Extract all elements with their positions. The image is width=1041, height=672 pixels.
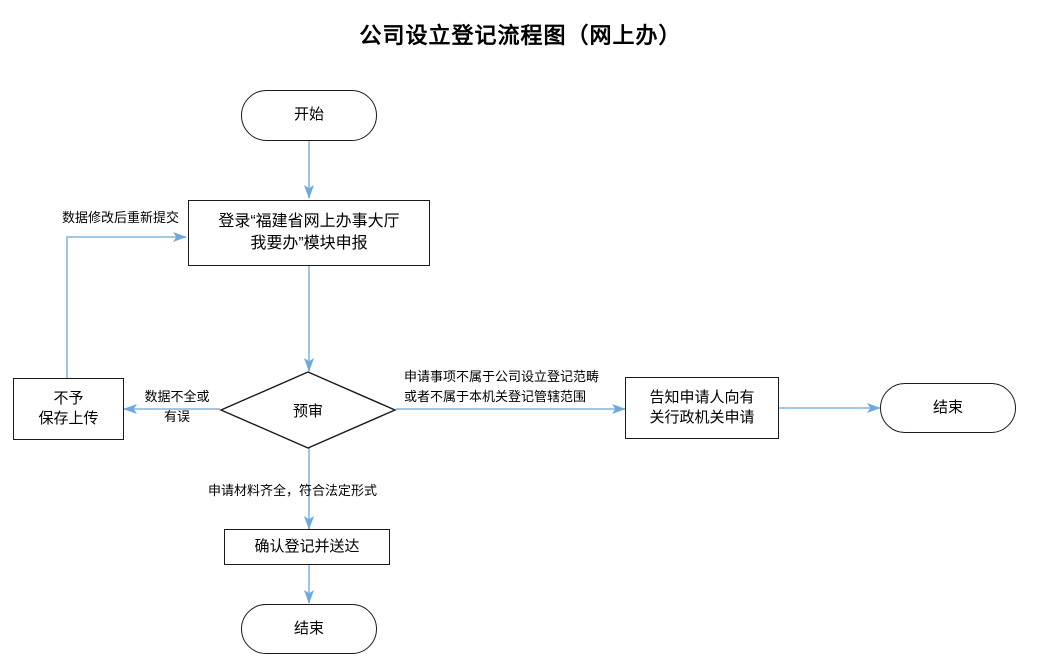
edge-label-out-of-scope: 申请事项不属于公司设立登记范畴 或者不属于本机关登记管辖范围	[404, 369, 600, 404]
page-title: 公司设立登记流程图（网上办）	[359, 23, 682, 48]
node-notify-label: 告知申请人向有 关行政机关申请	[649, 388, 755, 426]
edge-label-resubmit: 数据修改后重新提交	[62, 210, 180, 225]
node-confirm[interactable]: 确认登记并送达	[224, 529, 390, 565]
node-end-bottom-label: 结束	[293, 619, 324, 637]
edge-reject-login	[66, 231, 187, 378]
edge-label-incomplete: 数据不全或 有误	[144, 389, 210, 424]
decision-diamond-shape	[219, 371, 397, 449]
edge-label-materials-ok: 申请材料齐全，符合法定形式	[208, 483, 378, 498]
node-end-right[interactable]: 结束	[880, 383, 1016, 433]
node-reject[interactable]: 不予 保存上传	[13, 378, 124, 440]
node-review[interactable]: 预审	[219, 371, 397, 449]
node-end-bottom[interactable]: 结束	[241, 604, 377, 654]
node-review-label: 预审	[292, 402, 323, 420]
node-confirm-label: 确认登记并送达	[254, 537, 360, 555]
node-end-right-label: 结束	[932, 398, 963, 416]
node-start-label: 开始	[293, 106, 324, 124]
node-start[interactable]: 开始	[241, 90, 377, 141]
node-login[interactable]: 登录“福建省网上办事大厅 我要办”模块申报	[188, 200, 430, 266]
node-reject-label: 不予 保存上传	[38, 389, 99, 427]
node-login-label: 登录“福建省网上办事大厅 我要办”模块申报	[218, 213, 400, 252]
node-notify[interactable]: 告知申请人向有 关行政机关申请	[625, 377, 779, 439]
